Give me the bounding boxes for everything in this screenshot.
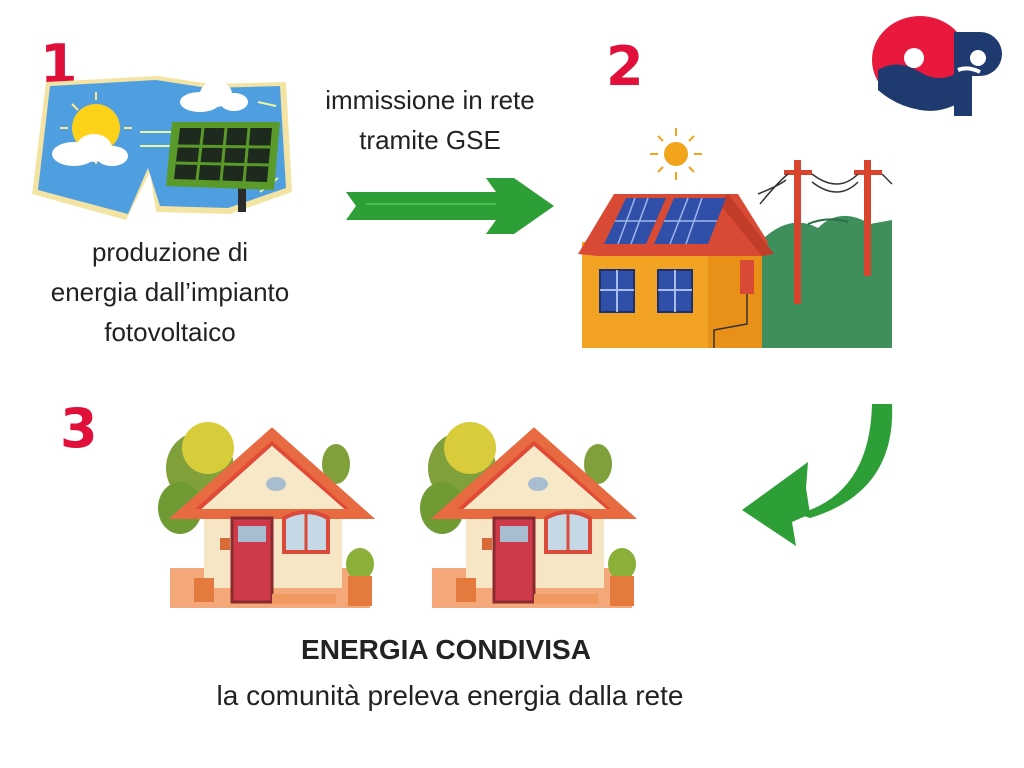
step-1-caption-line: energia dall’impianto (50, 277, 290, 307)
step-number-2: 2 (606, 35, 644, 98)
transfer-caption-line: immissione in rete (325, 85, 535, 115)
transfer-caption-line: tramite GSE (359, 125, 501, 155)
step-1-caption-line: produzione di (91, 237, 249, 267)
step-number-3: 3 (60, 397, 98, 460)
cloud-icon (52, 134, 128, 166)
step-1-caption: produzione di energia dall’impianto foto… (10, 232, 330, 352)
power-pole-icon (784, 160, 882, 304)
shared-energy-title: ENERGIA CONDIVISA (301, 634, 591, 665)
arrow-right-icon (346, 178, 554, 234)
step-1-caption-line: fotovoltaico (104, 317, 236, 347)
community-houses-illustration (160, 418, 646, 608)
shared-energy-subtitle: la comunità preleva energia dalla rete (216, 680, 684, 711)
house-icon (420, 422, 636, 608)
solar-panel-icon (604, 197, 726, 245)
house-icon (578, 194, 774, 348)
sun-icon (650, 128, 702, 180)
house-grid-illustration (578, 128, 893, 348)
cloud-icon (180, 81, 248, 112)
house-icon (158, 422, 374, 608)
solar-panel-icon (166, 122, 280, 212)
logo-icon: OP (870, 16, 1002, 121)
curved-arrow-icon (742, 404, 893, 546)
transfer-caption: immissione in rete tramite GSE (290, 80, 570, 160)
solar-panel-illustration (32, 76, 292, 220)
logo-text: OP (870, 119, 872, 121)
